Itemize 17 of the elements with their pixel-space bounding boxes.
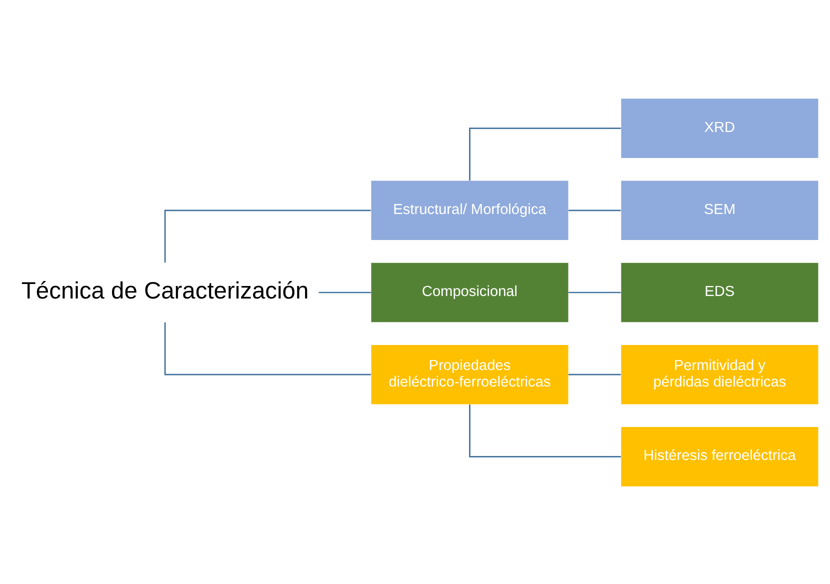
node-box: EDS [621, 262, 818, 322]
connector [469, 127, 621, 180]
node-box: Estructural/ Morfológica [371, 180, 568, 240]
node-box: SEM [621, 180, 818, 240]
node-text: Técnica de Caracterización [21, 278, 309, 304]
connector [164, 322, 371, 375]
node-box: Composicional [371, 262, 568, 322]
connector [164, 209, 371, 262]
connector [568, 209, 621, 211]
node-box: XRD [621, 98, 818, 158]
node-box: Histéresis ferroeléctrica [621, 426, 818, 486]
connector [568, 373, 621, 375]
node-box: Propiedades dieléctrico-ferroeléctricas [371, 344, 568, 404]
connector [469, 404, 621, 457]
node-box: Permitividad y pérdidas dieléctricas [621, 344, 818, 404]
connector [568, 291, 621, 293]
connector [318, 291, 371, 293]
